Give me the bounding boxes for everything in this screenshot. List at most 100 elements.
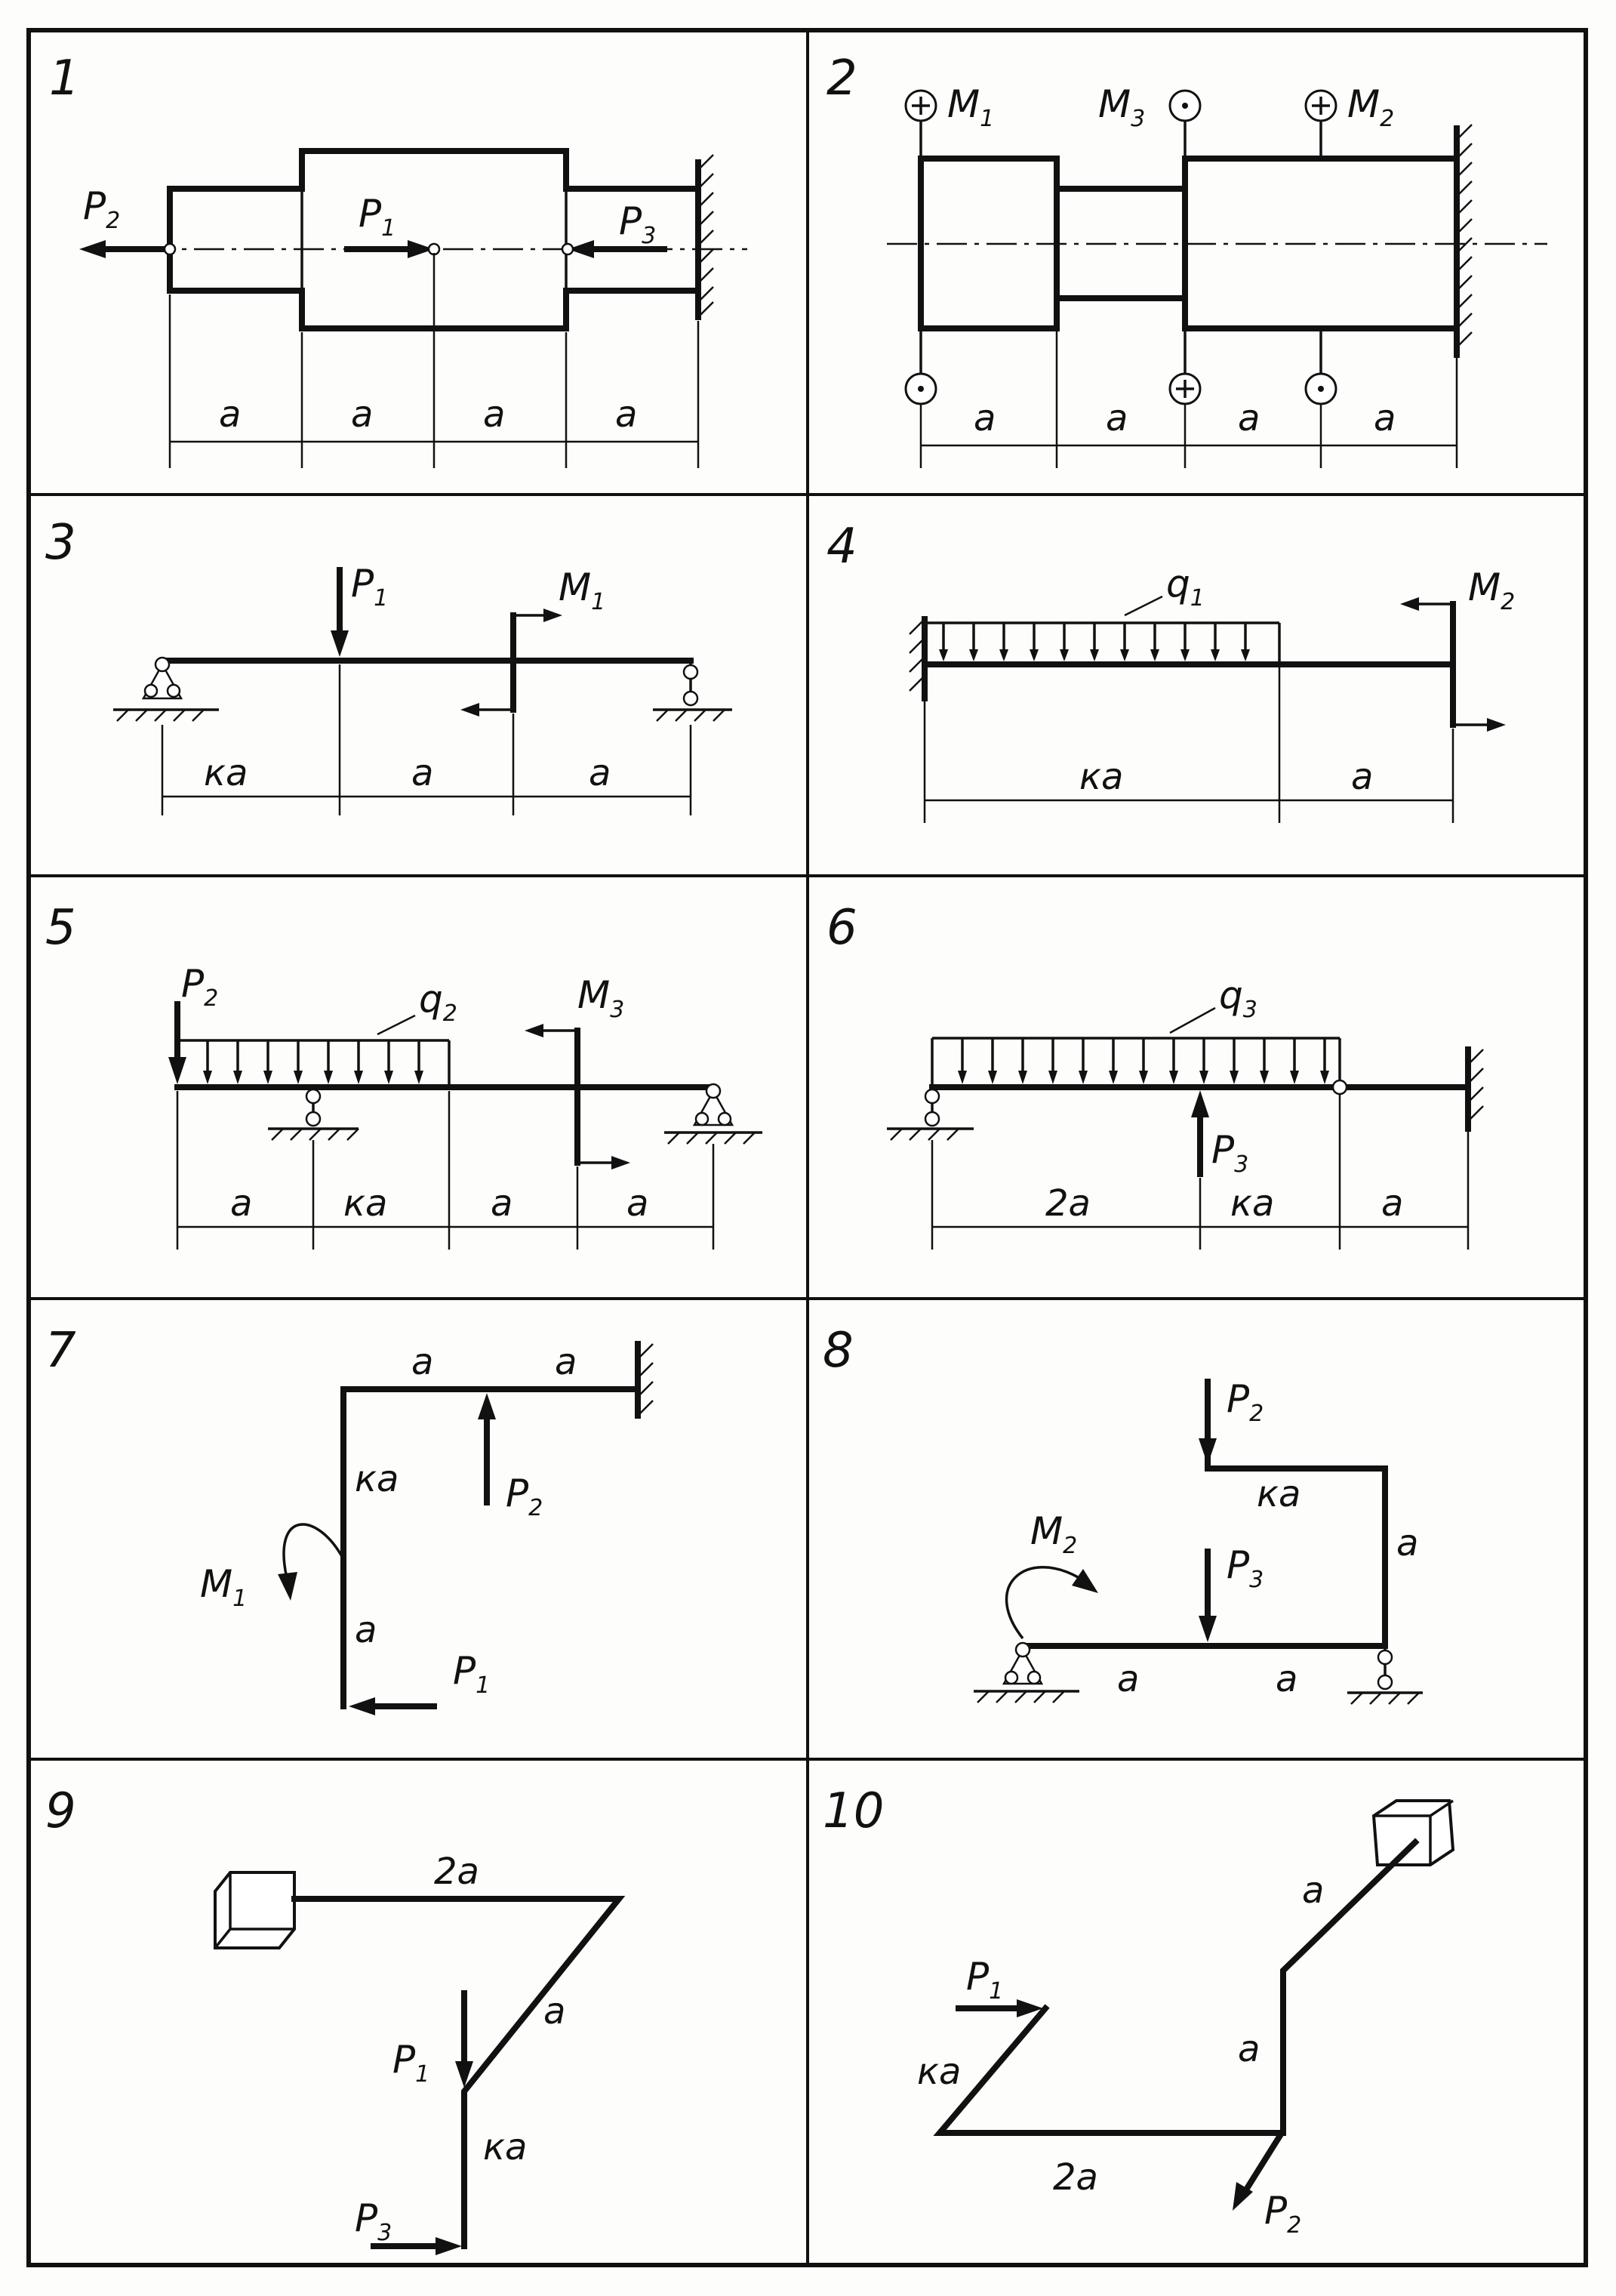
force-p2-arrow: [1233, 2132, 1284, 2211]
fixed-block: [1371, 1799, 1455, 1866]
label-p2: P2: [1227, 1377, 1264, 1427]
fixed-wall: [909, 616, 928, 701]
panel-2: 2: [826, 51, 1547, 468]
panel-number: 2: [826, 51, 857, 106]
roller-support-middle: [268, 1087, 359, 1141]
fixed-wall: [1454, 124, 1473, 358]
dimension-label: a: [974, 397, 996, 439]
pin-support-left: [113, 656, 219, 722]
label-p2: P2: [83, 184, 120, 234]
panel-number: 8: [823, 1323, 854, 1379]
panel-number: 10: [823, 1783, 884, 1839]
dimension-label: a: [230, 1182, 252, 1225]
dimension-lines: [176, 1091, 715, 1250]
label-p3: P3: [355, 2196, 392, 2246]
label-m3: M3: [577, 973, 624, 1023]
fixed-wall: [695, 154, 714, 320]
moment-m2-couple: [1400, 597, 1506, 732]
panel-1: 1: [49, 51, 747, 468]
force-p2-arrow: [1199, 1379, 1217, 1465]
dimension-label: ка: [1079, 756, 1123, 798]
label-m2: M2: [1347, 82, 1394, 132]
moment-m1-arc: [278, 1523, 345, 1601]
dimension-label: a: [1396, 1522, 1418, 1564]
dimension-label: a: [483, 393, 505, 436]
dimension-label: a: [1351, 756, 1373, 798]
label-m1: M1: [947, 82, 994, 132]
panel-number: 4: [826, 519, 857, 575]
dimension-label: a: [491, 1182, 513, 1225]
dimension-label: a: [351, 393, 373, 436]
distributed-load-q2: [177, 1014, 451, 1087]
panel-number: 1: [49, 51, 80, 106]
dimension-label: a: [555, 1341, 577, 1383]
force-p1-arrow: [455, 1990, 473, 2088]
force-p2-arrow: [79, 240, 177, 258]
dimension-label: ка: [204, 752, 248, 794]
dimension-label: ка: [483, 2126, 527, 2168]
dimension-label: a: [219, 393, 241, 436]
force-p3-arrow: [561, 240, 667, 258]
dimension-label: a: [1106, 397, 1128, 439]
force-p3-arrow: [1199, 1549, 1217, 1642]
dimension-label: a: [1276, 1658, 1297, 1700]
dimension-label: a: [589, 752, 611, 794]
fixed-wall: [1465, 1046, 1484, 1132]
label-m1: M1: [200, 1562, 247, 1612]
dimension-label: a: [626, 1182, 648, 1225]
fixed-wall: [635, 1341, 654, 1419]
panel-number: 6: [826, 900, 857, 956]
force-p1-arrow: [956, 1999, 1043, 2017]
label-q3: q3: [1219, 973, 1257, 1023]
dimension-label: a: [1302, 1869, 1324, 1912]
label-p1: P1: [351, 562, 388, 612]
fixed-block: [214, 1871, 296, 1949]
label-m2: M2: [1030, 1509, 1077, 1559]
roller-support-left: [887, 1087, 974, 1141]
dimension-label: 2a: [1053, 2156, 1098, 2199]
dimension-label: ка: [355, 1458, 399, 1500]
force-p2-arrow: [478, 1393, 496, 1505]
dimension-label: ка: [343, 1182, 387, 1225]
roller-support-right: [653, 661, 732, 722]
panel-7: 7 P2 M1 P1 a a ка a: [45, 1323, 654, 1715]
moment-m2-symbol: [1304, 89, 1337, 405]
dimension-label: a: [615, 393, 637, 436]
frame: [340, 1386, 641, 1709]
dimension-label: a: [543, 1990, 565, 2032]
force-p3-arrow: [1191, 1090, 1209, 1177]
label-m1: M1: [559, 566, 605, 615]
label-p3: P3: [619, 199, 656, 249]
label-p2: P2: [506, 1472, 543, 1521]
label-p1: P1: [966, 1955, 1003, 2005]
label-p1: P1: [453, 1649, 490, 1699]
force-p1-arrow: [349, 1697, 437, 1715]
panel-9: 9 P1 P3 2a a ка: [45, 1783, 626, 2255]
dimension-lines: [161, 664, 692, 815]
panel-3: 3 P1 M1: [45, 515, 732, 815]
label-p2: P2: [1264, 2189, 1301, 2239]
label-m2: M2: [1468, 566, 1515, 615]
label-p3: P3: [1211, 1128, 1248, 1178]
label-p2: P2: [181, 962, 218, 1012]
pin-support-left: [974, 1641, 1079, 1703]
dimension-label: 2a: [434, 1851, 479, 1893]
dimension-label: 2a: [1045, 1182, 1091, 1225]
panel-8: 8 P2 P3 M2 ка a: [823, 1323, 1423, 1705]
panel-5: 5 P2 q2: [45, 900, 762, 1250]
force-p1-arrow: [331, 567, 349, 657]
hinge-node: [1331, 1079, 1348, 1096]
moment-m3-couple: [525, 1024, 630, 1170]
panel-number: 5: [45, 900, 76, 956]
distributed-load-q3: [931, 1006, 1341, 1087]
moment-m1-couple: [460, 609, 562, 717]
roller-support-right: [1347, 1646, 1423, 1705]
dimension-lines: [168, 253, 700, 468]
dimension-label: a: [411, 1341, 433, 1383]
force-p3-arrow: [371, 2237, 462, 2255]
shaft-upper-outline: [167, 148, 701, 192]
table-grid: [26, 28, 1588, 2267]
dimension-label: a: [1381, 1182, 1403, 1225]
dimension-label: a: [1374, 397, 1396, 439]
